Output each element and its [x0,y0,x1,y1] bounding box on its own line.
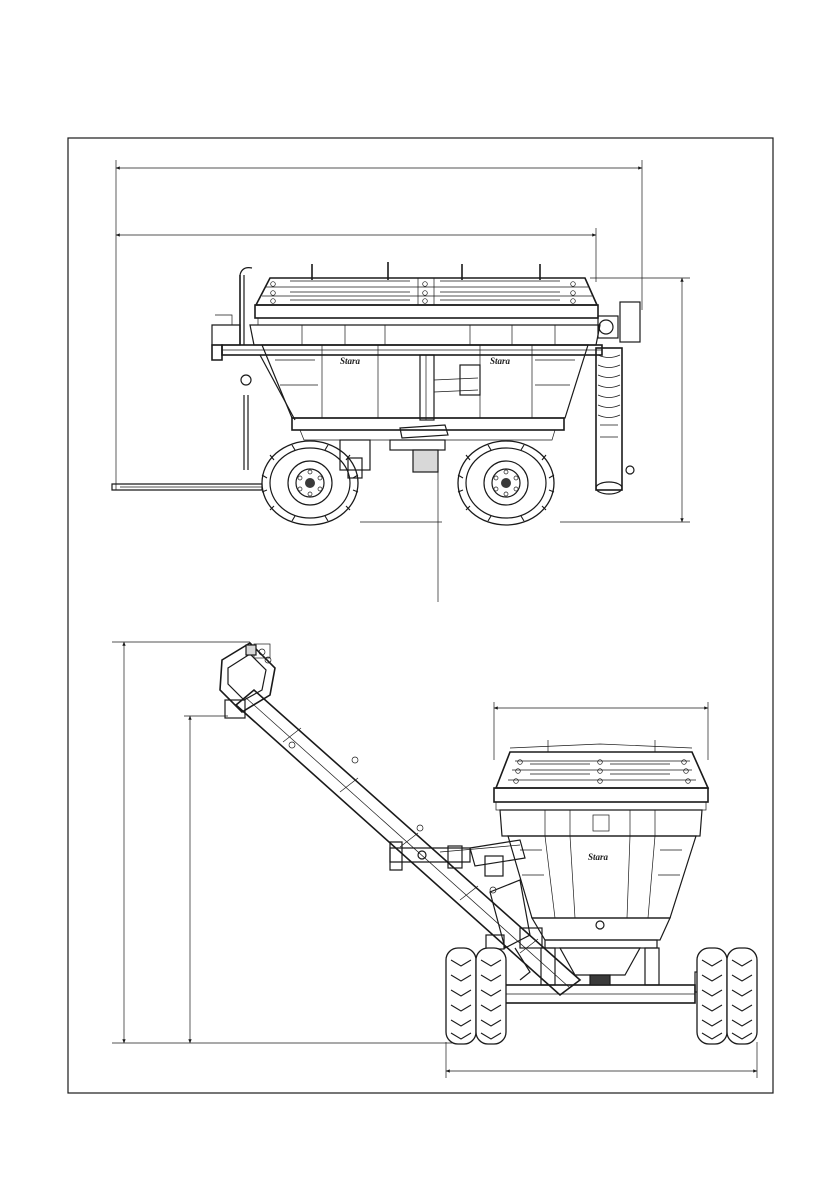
side-wheel-rear [458,441,554,525]
rear-dimensions [112,642,757,1078]
drawing-frame [68,138,773,1093]
side-wheel-front [262,441,358,525]
side-auger-tube [596,302,640,494]
side-logo-left: Stara [340,356,361,366]
side-dimensions [116,160,690,602]
rear-tires-right [697,948,757,1044]
side-logo-right: Stara [490,356,511,366]
side-view: Stara Stara [112,160,690,602]
rear-view: Stara [112,642,757,1078]
rear-logo: Stara [588,852,609,862]
rear-tires-left [446,948,506,1044]
rear-auger-tube [220,643,580,995]
side-hopper-body: Stara Stara [112,262,640,494]
